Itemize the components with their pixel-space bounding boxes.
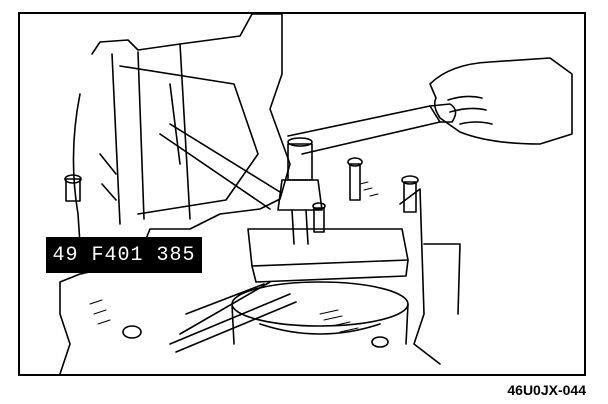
wrench-handle	[429, 103, 457, 123]
illustration-frame: 49 F401 385	[18, 12, 586, 376]
figure-code: 46U0JX-044	[507, 382, 586, 398]
transmission-illustration	[59, 14, 573, 374]
bolt-right-2	[347, 157, 363, 201]
bolt-hole-mid	[371, 336, 389, 348]
bolt-post-left	[64, 174, 82, 202]
tool-bars	[169, 281, 297, 353]
housing-inner-wall	[111, 43, 191, 225]
housing-step	[72, 93, 83, 275]
hand	[429, 57, 573, 145]
pump-body-lines	[231, 303, 409, 345]
special-tool-label: 49 F401 385	[46, 237, 202, 273]
housing-right-wall	[399, 188, 461, 365]
bolt-hole-left	[122, 325, 142, 339]
housing-flange	[119, 65, 259, 215]
housing-outline	[59, 14, 291, 374]
hand-fingers	[447, 95, 493, 125]
pump-plate-edge	[251, 259, 409, 283]
support-guide	[159, 123, 281, 210]
pump-plate	[247, 228, 409, 267]
housing-rib	[99, 83, 181, 201]
shading	[89, 181, 379, 333]
bolt-right-3	[312, 202, 326, 233]
spindle	[277, 137, 323, 245]
bolt-right-1	[401, 175, 419, 213]
torque-wrench	[287, 105, 441, 155]
